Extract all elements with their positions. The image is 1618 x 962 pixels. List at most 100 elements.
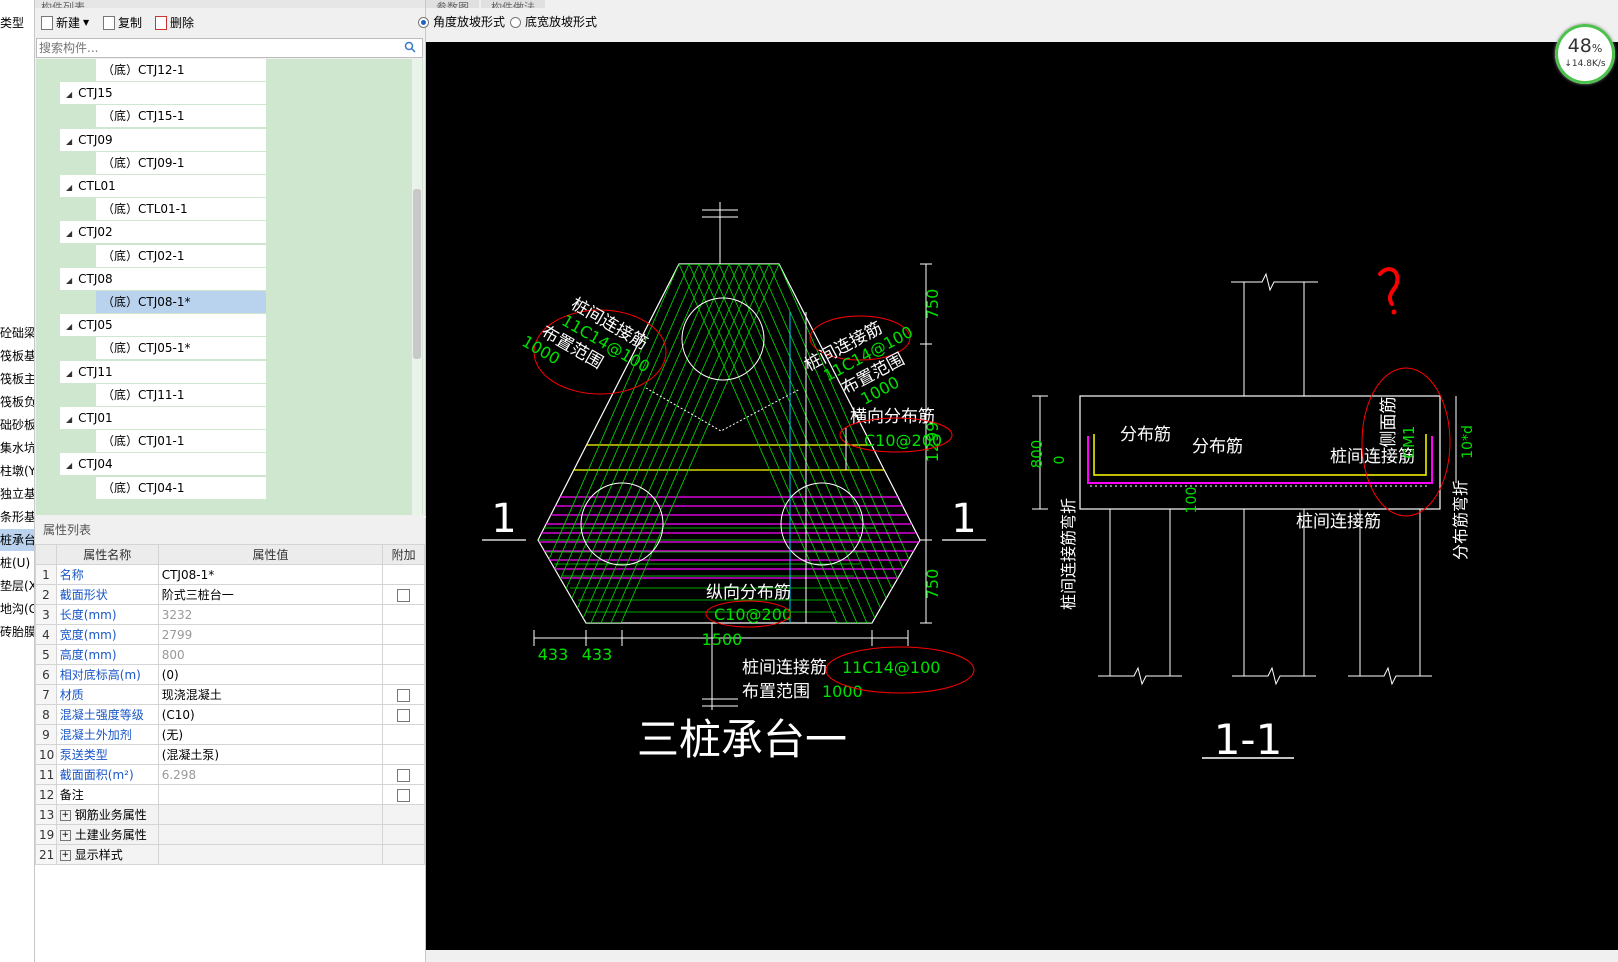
tab-component-method[interactable]: 构件做法	[481, 0, 545, 8]
property-row-number: 10	[35, 744, 57, 765]
property-value[interactable]: 2799	[157, 624, 384, 645]
collapse-triangle-icon[interactable]: ◢	[66, 183, 73, 192]
collapse-triangle-icon[interactable]: ◢	[66, 415, 73, 424]
scrollbar-thumb[interactable]	[413, 189, 421, 359]
property-checkbox[interactable]	[397, 788, 411, 802]
property-value[interactable]: CTJ08-1*	[157, 564, 384, 585]
collapse-triangle-icon[interactable]: ◢	[66, 229, 73, 239]
tree-component-item[interactable]: （底）CTJ09-1	[96, 151, 266, 174]
property-value[interactable]: 阶式三桩台一	[157, 584, 384, 605]
module-item[interactable]: 础砂板带	[0, 418, 34, 432]
property-value[interactable]: 800	[157, 644, 384, 665]
tree-component-item[interactable]: （底）CTJ08-1*	[96, 291, 266, 313]
property-row[interactable]: 13+钢筋业务属性	[35, 804, 425, 825]
network-speed-widget[interactable]: 48% ↓14.8K/s	[1555, 24, 1615, 84]
module-item[interactable]: 筏板基础	[0, 349, 34, 363]
module-item[interactable]: 垫层(X)	[0, 579, 34, 593]
tree-group-item[interactable]: ◢CTJ11	[60, 360, 266, 383]
tree-component-item[interactable]: （底）CTJ01-1	[96, 430, 266, 453]
tab-parameter-diagram[interactable]: 参数图	[426, 0, 479, 8]
tree-group-item[interactable]: ◢CTJ02	[60, 221, 266, 244]
module-item[interactable]: 砼础梁(	[0, 326, 34, 340]
tree-component-item[interactable]: （底）CTJ12-1	[96, 59, 266, 81]
property-value[interactable]	[157, 784, 384, 805]
radio-base-width-slope[interactable]: 底宽放坡形式	[510, 14, 597, 30]
property-value[interactable]: (混凝土泵)	[157, 744, 384, 765]
expand-plus-icon[interactable]: +	[59, 810, 71, 821]
collapse-triangle-icon[interactable]: ◢	[66, 90, 73, 100]
module-item[interactable]: 地沟(G)	[0, 602, 34, 616]
module-item[interactable]: 条形基础	[0, 510, 34, 524]
module-item[interactable]: 独立基础	[0, 487, 34, 501]
module-list: 类型砼础梁( 筏板基础筏板主筋筏板负筋础砂板带集水坑( 柱墩(Y) 独立基础条形基础桩…	[0, 0, 35, 962]
tree-group-item[interactable]: ◢CTJ09	[60, 128, 266, 151]
tree-component-item[interactable]: （底）CTJ04-1	[96, 476, 266, 499]
module-item[interactable]: 类型	[0, 16, 25, 30]
module-item[interactable]: 柱墩(Y)	[0, 464, 34, 478]
search-input[interactable]	[37, 39, 391, 57]
radio-angle-slope-dot[interactable]	[418, 16, 429, 28]
property-value[interactable]: (0)	[157, 664, 384, 685]
tree-group-item[interactable]: ◢CTJ04	[60, 453, 266, 476]
tree-group-item[interactable]: ◢CTJ05	[60, 314, 266, 337]
property-value[interactable]: (C10)	[157, 704, 384, 725]
property-value[interactable]: 6.298	[157, 764, 384, 785]
property-checkbox[interactable]	[397, 688, 411, 702]
tree-group-item[interactable]: ◢CTL01	[60, 175, 266, 197]
tree-component-item[interactable]: （底）CTJ02-1	[96, 244, 266, 267]
expand-plus-icon[interactable]: +	[59, 850, 71, 861]
property-value[interactable]	[157, 844, 384, 865]
module-item[interactable]: 筏板主筋	[0, 372, 34, 386]
new-button[interactable]: 新建 ▼	[41, 13, 89, 33]
property-row[interactable]: 19+土建业务属性	[35, 824, 425, 845]
property-checkbox[interactable]	[397, 768, 411, 782]
tree-component-item[interactable]: （底）CTJ15-1	[96, 105, 266, 128]
property-value[interactable]: 现浇混凝土	[157, 684, 384, 705]
collapse-triangle-icon[interactable]: ◢	[66, 136, 73, 146]
copy-button[interactable]: 复制	[103, 13, 142, 33]
dim-1299: 1299	[923, 422, 942, 463]
property-value[interactable]: 3232	[157, 604, 384, 625]
tree-component-item[interactable]: （底）CTJ11-1	[96, 383, 266, 406]
search-icon[interactable]	[404, 41, 418, 55]
tree-group-item[interactable]: ◢CTJ15	[60, 82, 266, 105]
module-item[interactable]: 筏板负筋	[0, 395, 34, 409]
tree-group-item[interactable]: ◢CTJ01	[60, 407, 266, 429]
tree-component-item[interactable]: （底）CTL01-1	[96, 198, 266, 221]
parameter-drawing-canvas[interactable]: 1 1 750 1299 750 1500 433 433 桩间连接筋 11C1…	[426, 42, 1618, 950]
tree-scrollbar[interactable]	[412, 59, 422, 515]
property-value[interactable]: (无)	[157, 724, 384, 745]
property-checkbox[interactable]	[397, 588, 411, 602]
delete-button[interactable]: 删除	[155, 13, 194, 33]
module-item[interactable]: 砖胎膜	[0, 625, 34, 639]
collapse-triangle-icon[interactable]: ◢	[66, 368, 73, 378]
collapse-triangle-icon[interactable]: ◢	[66, 322, 73, 332]
expand-plus-icon[interactable]: +	[59, 830, 71, 841]
tree-group-item[interactable]: ◢CTJ08	[60, 267, 266, 290]
radio-angle-slope[interactable]: 角度放坡形式	[418, 14, 505, 30]
property-row[interactable]: 21+显示样式	[35, 844, 425, 865]
module-item[interactable]: 桩(U)	[0, 556, 31, 570]
module-item[interactable]: 集水坑(	[0, 441, 34, 455]
property-value[interactable]	[157, 824, 384, 845]
radio-base-width-slope-dot[interactable]	[510, 16, 521, 28]
collapse-triangle-icon[interactable]: ◢	[66, 275, 73, 285]
collapse-triangle-icon[interactable]: ◢	[66, 461, 73, 471]
tree-component-item[interactable]: （底）CTJ05-1*	[96, 337, 266, 360]
property-checkbox[interactable]	[397, 708, 411, 722]
module-item[interactable]: 桩承台(	[0, 529, 34, 551]
section-mark-left: 1	[491, 496, 516, 542]
property-value[interactable]	[157, 804, 384, 825]
